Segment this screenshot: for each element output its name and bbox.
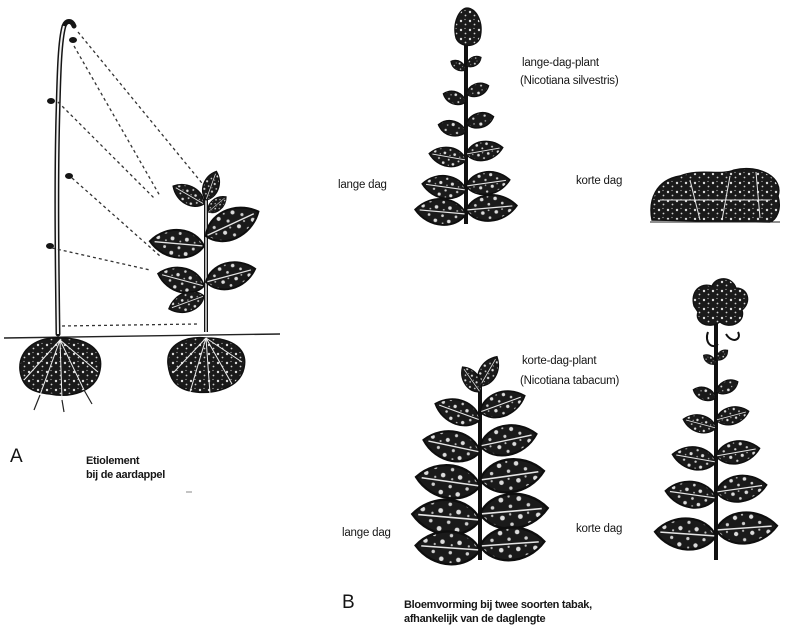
panel-b-caption-line1: Bloemvorming bij twee soorten tabak, [404, 598, 592, 612]
normal-potato-plant [149, 169, 265, 394]
ground-line [4, 334, 280, 338]
short-day-plant-name: korte-dag-plant [522, 354, 596, 368]
panel-b-letter: B [342, 592, 355, 614]
short-day-plant-short-day-label: korte dag [576, 522, 622, 536]
long-day-plant-short-day-label: korte dag [576, 174, 622, 188]
etiolated-potato-plant [20, 22, 101, 413]
panel-a-drawing [4, 22, 280, 413]
long-day-plant-short-day [650, 169, 780, 222]
short-day-plant-short-day [654, 279, 778, 560]
short-day-plant-species: (Nicotiana tabacum) [520, 374, 619, 388]
long-day-plant-long-day-label: lange dag [338, 178, 387, 192]
panel-a-letter: A [10, 446, 23, 468]
short-day-plant-long-day-label: lange dag [342, 526, 391, 540]
panel-a-caption-line2: bij de aardappel [86, 468, 165, 482]
long-day-plant-long-day [414, 8, 518, 227]
panel-a-caption-line1: Etiolement [86, 454, 139, 468]
panel-b-caption-line2: afhankelijk van de daglengte [404, 612, 545, 626]
long-day-plant-species: (Nicotiana silvestris) [520, 74, 618, 88]
long-day-plant-name: lange-dag-plant [522, 56, 599, 70]
